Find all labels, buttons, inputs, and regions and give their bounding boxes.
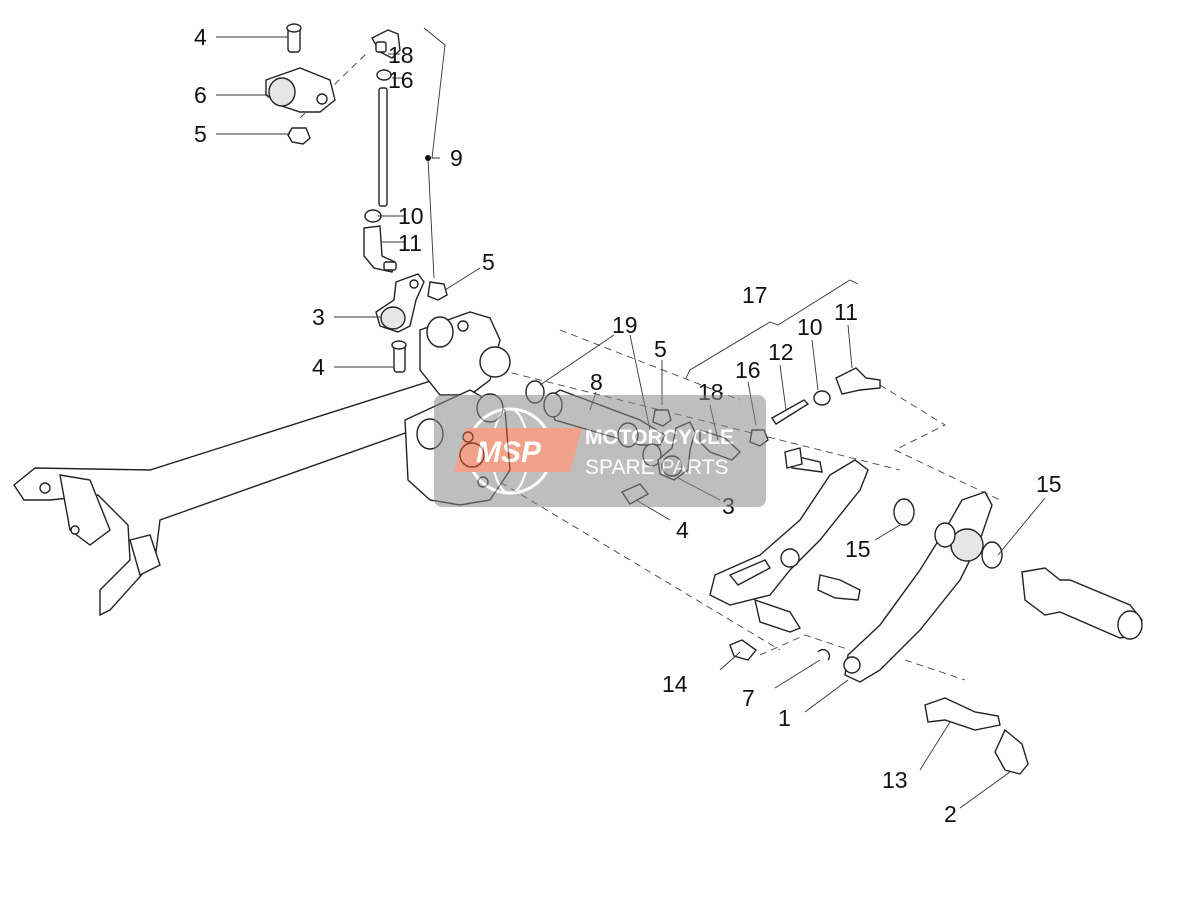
tie-rod-assembly <box>363 29 401 273</box>
rider-footpeg <box>1021 567 1143 640</box>
callout-18: 18 <box>388 42 414 68</box>
footrest-frame-bar <box>13 377 471 617</box>
callout-1: 1 <box>778 705 791 731</box>
footrest-bracket-plates <box>709 447 915 633</box>
callout-7: 7 <box>742 685 755 711</box>
watermark: MSP MOTORCYCLE SPARE PARTS <box>434 395 766 507</box>
callout-16: 16 <box>388 67 414 93</box>
callout-17: 17 <box>742 282 768 308</box>
callout-15: 15 <box>845 536 871 562</box>
callout-11: 11 <box>834 299 858 325</box>
upper-lever-assembly <box>375 273 448 373</box>
upper-clamp-assembly <box>265 23 336 145</box>
callout-12: 12 <box>768 339 794 365</box>
callout-13: 13 <box>882 767 908 793</box>
callout-4: 4 <box>676 517 689 543</box>
callout-9: 9 <box>450 145 463 171</box>
callout-3: 3 <box>312 304 325 330</box>
callout-5: 5 <box>482 249 495 275</box>
callout-4: 4 <box>312 354 325 380</box>
watermark-brand: MSP <box>476 436 542 469</box>
gear-shift-lever <box>843 491 1029 775</box>
callout-19: 19 <box>612 312 638 338</box>
watermark-line2: SPARE PARTS <box>585 456 729 479</box>
callout-5: 5 <box>654 336 667 362</box>
callout-5: 5 <box>194 121 207 147</box>
callout-2: 2 <box>944 801 957 827</box>
callout-6: 6 <box>194 82 207 108</box>
callout-4: 4 <box>194 24 207 50</box>
callout-11: 11 <box>398 230 422 256</box>
callout-15: 15 <box>1036 471 1062 497</box>
watermark-line1: MOTORCYCLE <box>585 426 734 449</box>
callout-10: 10 <box>398 203 424 229</box>
circlip-7 <box>817 648 831 661</box>
callout-14: 14 <box>662 671 688 697</box>
callout-8: 8 <box>590 369 603 395</box>
watermark-box <box>434 395 766 507</box>
callout-16: 16 <box>735 357 761 383</box>
watermark-logo-shape <box>454 428 582 472</box>
callout-10: 10 <box>797 314 823 340</box>
